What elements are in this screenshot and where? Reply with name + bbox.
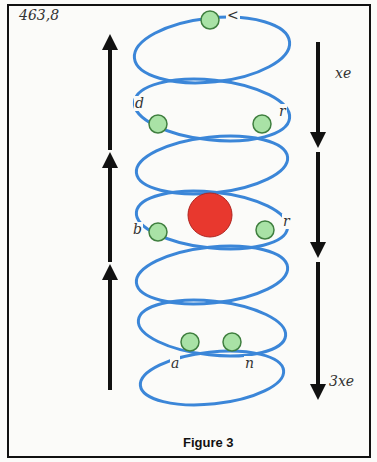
handwritten-label: n: [244, 356, 255, 371]
figure-caption: Figure 3: [183, 436, 234, 450]
handwritten-label: a: [170, 356, 180, 371]
frame-border: [8, 5, 370, 457]
handwritten-label: d: [134, 96, 145, 111]
green-particles: [149, 11, 274, 351]
handwritten-label: r: [282, 214, 291, 229]
handwritten-label: <: [226, 8, 240, 23]
handwritten-label: 463,8: [18, 8, 60, 23]
handwritten-label: xe: [334, 66, 352, 81]
helix-loops: [131, 10, 293, 411]
red-core: [188, 193, 232, 237]
handwritten-label: 3xe: [328, 374, 355, 389]
flow-arrows: [110, 42, 318, 392]
handwritten-label: b: [132, 222, 143, 237]
handwritten-label: r: [278, 104, 287, 119]
